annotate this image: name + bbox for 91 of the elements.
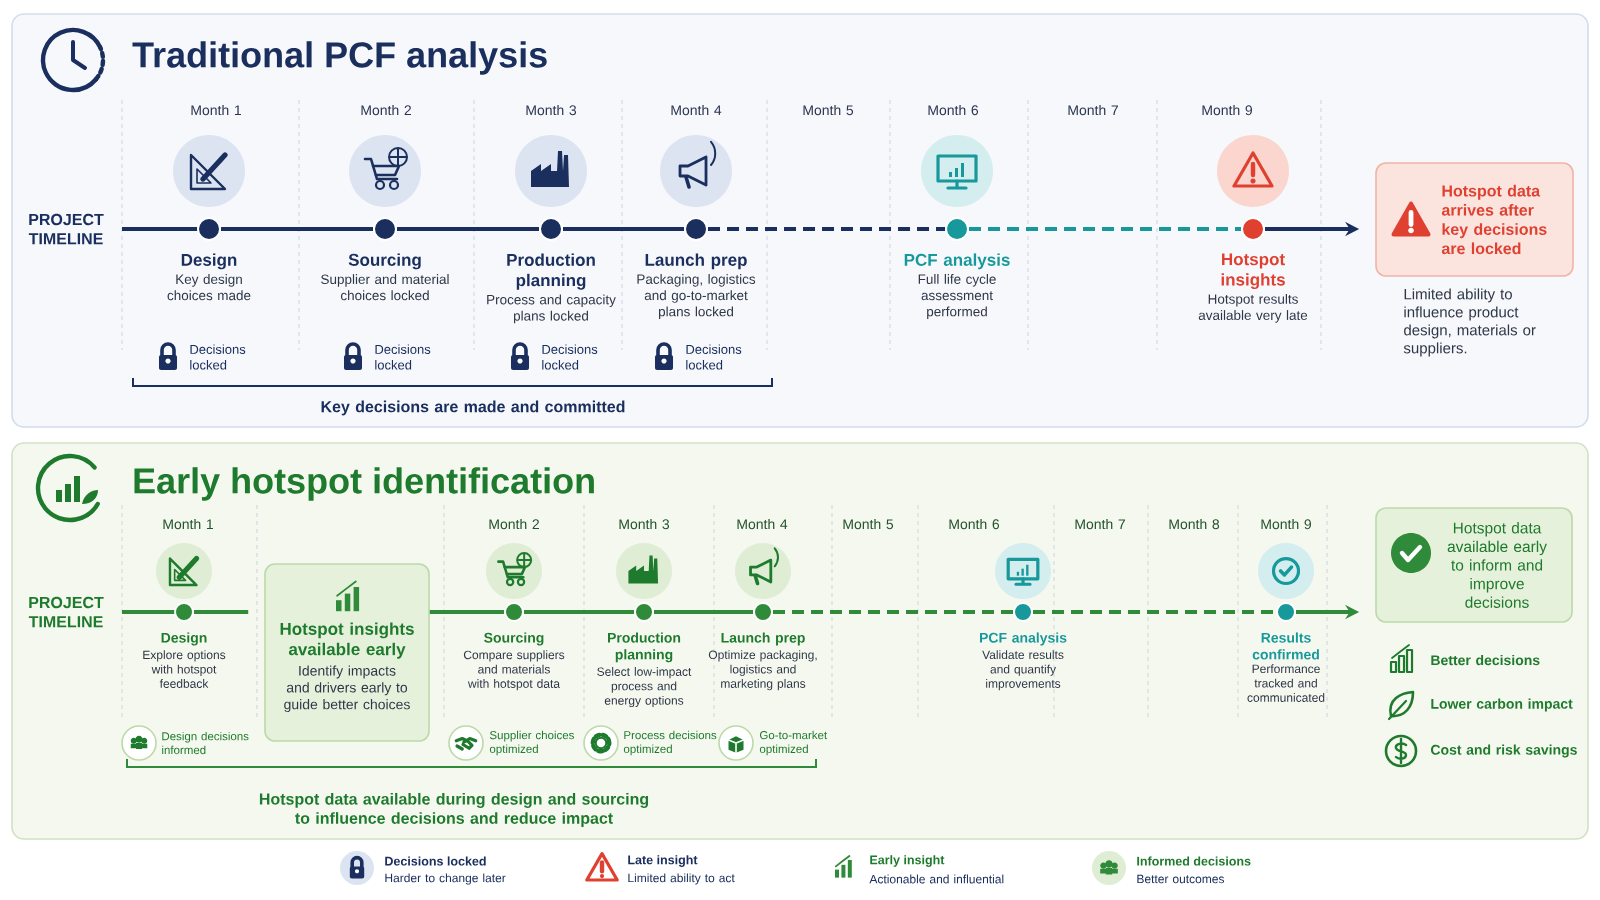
timeline-segment	[708, 227, 945, 231]
node-label: Performance tracked and communicated	[1247, 664, 1325, 702]
status-note: Supplier choices optimized	[489, 730, 574, 756]
timeline-segment	[194, 610, 249, 614]
month-label: Month 8	[1169, 518, 1220, 530]
status-note: Decisions locked	[686, 344, 742, 370]
status-note: Decisions locked	[375, 344, 431, 370]
note: Limited ability to influence product design, materials or suppliers.	[1403, 288, 1536, 357]
month-label: Month 2	[361, 104, 411, 116]
milestone: Production planning Process and capacity plans locked	[487, 217, 616, 324]
month-label: Month 1	[163, 518, 213, 530]
month-label: Month 9	[1261, 518, 1311, 530]
month-label: Month 2	[489, 518, 539, 530]
timeline-segment	[563, 227, 684, 231]
milestone: Launch prep Optimize packaging, logistics and marketing plans	[708, 602, 817, 691]
month-label: Month 6	[928, 104, 979, 116]
node-label: PCF analysis	[979, 632, 1067, 646]
timeline-segment	[221, 227, 373, 231]
node-label: Validate results and quantify improvements	[982, 650, 1064, 691]
timeline-segment	[654, 610, 753, 614]
node-label: Hotspot insights	[1221, 253, 1285, 290]
month-label: Month 6	[949, 518, 1000, 530]
label: PROJECT TIMELINE	[28, 213, 104, 245]
node-label: Select low-impact process and energy options	[597, 667, 692, 708]
label: PROJECT TIMELINE	[28, 596, 104, 628]
timeline-segment	[773, 610, 1013, 614]
milestone: Design Explore options with hotspot feedback	[143, 602, 226, 688]
callout-box: Hotspot data arrives after key decisions are locked	[1375, 162, 1574, 277]
month-label: Month 5	[803, 104, 854, 116]
timeline-segment	[1033, 610, 1276, 614]
milestone: Results confirmed Performance tracked and communicated	[1247, 602, 1325, 702]
month-label: Month 3	[526, 104, 577, 116]
legend-text: Better outcomes	[1137, 874, 1225, 884]
milestone: Sourcing Supplier and material choices locked	[321, 217, 449, 301]
status-note: Process decisions optimized	[623, 730, 717, 756]
month-label: Month 5	[843, 518, 894, 530]
milestone: Sourcing Compare suppliers and materials with hotspot data	[463, 602, 565, 691]
month-label: Month 9	[1202, 104, 1252, 116]
node-label: Production planning	[507, 253, 595, 290]
legend-text: Informed decisions	[1137, 856, 1251, 866]
month-label: Month 7	[1075, 518, 1125, 530]
month-label: Month 1	[191, 104, 241, 116]
month-label: Month 4	[737, 518, 788, 530]
node-label: Supplier and material choices locked	[321, 274, 449, 301]
legend-text: Decisions locked	[385, 856, 486, 866]
node-label: Packaging, logistics and go-to-market plans locked	[637, 274, 756, 320]
month-label: Month 3	[619, 518, 670, 530]
legend-text: Actionable and influential	[869, 874, 1004, 884]
timeline-segment	[969, 227, 1241, 231]
milestone: PCF analysis Full life cycle assessment performed	[904, 217, 1010, 319]
node-label: Launch prep	[721, 632, 805, 646]
milestone: Design Key design choices made	[167, 217, 251, 301]
benefit-text: Lower carbon impact	[1431, 698, 1573, 712]
node-label: Sourcing	[484, 632, 544, 646]
month-label: Month 4	[671, 104, 722, 116]
node-label: Optimize packaging, logistics and marketing plans	[708, 650, 817, 691]
milestone: Launch prep Packaging, logistics and go-to-market plans locked	[637, 217, 756, 319]
timeline-segment	[524, 610, 634, 614]
node-label: Process and capacity plans locked	[487, 294, 616, 324]
status-note: Decisions locked	[542, 344, 598, 370]
milestone: PCF analysis Validate results and quantify improvements	[980, 602, 1067, 691]
callout-box: Hotspot insights available early Identify impacts and drivers early to guide better choices	[264, 563, 430, 742]
node-label: Compare suppliers and materials with hotspot data	[463, 650, 565, 691]
status-note: Go-to-market optimized	[759, 730, 828, 756]
benefit-text: Better decisions	[1431, 654, 1540, 666]
callout-box: Hotspot data available early to inform and improve decisions	[1375, 507, 1573, 623]
node-label: Hotspot results available very late	[1198, 293, 1308, 323]
status-note: Decisions locked	[190, 344, 246, 370]
node-label: Full life cycle assessment performed	[918, 274, 996, 320]
node-label: Production planning	[608, 632, 681, 663]
node-label: Design	[181, 253, 237, 270]
label: Key decisions are made and committed	[321, 400, 625, 416]
month-label: Month 7	[1068, 104, 1118, 116]
benefit-text: Cost and risk savings	[1431, 744, 1577, 758]
milestone: Production planning Select low-impact process and energy options	[597, 602, 692, 708]
milestone: Hotspot insights Hotspot results available very late	[1198, 217, 1308, 323]
label: Hotspot data available during design and sourcing to influence decisions and reduce impact	[259, 792, 649, 828]
timeline-segment	[429, 610, 504, 614]
node-label: Key design choices made	[167, 274, 251, 301]
node-label: Launch prep	[645, 253, 747, 270]
legend-text: Limited ability to act	[628, 873, 735, 885]
node-label: PCF analysis	[904, 253, 1010, 270]
legend-text: Harder to change later	[385, 873, 506, 885]
timeline-segment	[397, 227, 539, 231]
node-label: Design	[161, 632, 207, 646]
node-label: Results confirmed	[1252, 632, 1319, 660]
status-note: Design decisions informed	[162, 731, 249, 755]
node-label: Sourcing	[348, 253, 421, 270]
node-label: Explore options with hotspot feedback	[143, 650, 226, 688]
legend-text: Early insight	[870, 855, 945, 867]
legend-text: Late insight	[628, 855, 698, 867]
